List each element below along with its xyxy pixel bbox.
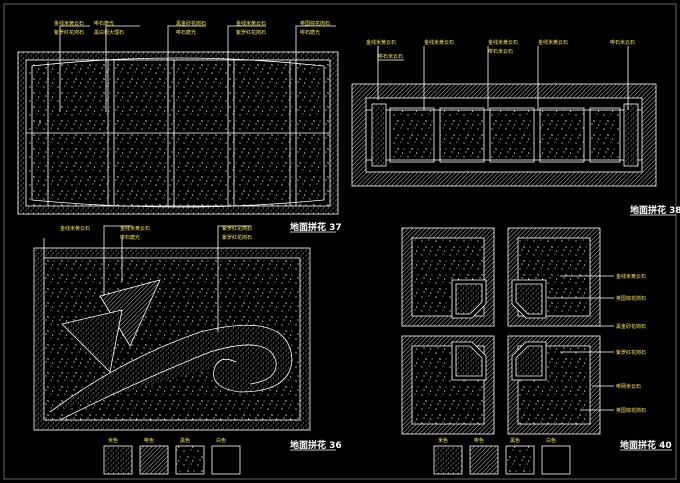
plan-40-label: 英国棕花岗石 xyxy=(616,407,646,414)
plan-38-label: 啡石米云石 xyxy=(610,39,635,46)
plan-38-title: 地面拼花 38 xyxy=(630,206,680,216)
plan-38 xyxy=(351,46,657,187)
legend-label: 米色 xyxy=(108,437,118,444)
annotations-40: 金线米黄云石 英国棕花岗石 黑金砂花岗石 紫罗红花岗石 啡网米云石 英国棕花岗石 xyxy=(616,273,646,414)
plan-37-label: 紫罗红花岗石 xyxy=(236,29,266,36)
plan-37-label: 啡石磨光 xyxy=(94,20,114,27)
plan-38-label: 金线米黄云石 xyxy=(488,39,518,46)
legend-label: 啡色 xyxy=(474,437,484,444)
plan-40-label: 黑金砂花岗石 xyxy=(616,323,646,330)
plan-38-label: 啡石米云石 xyxy=(378,53,403,60)
legend-label: 米色 xyxy=(438,437,448,444)
plan-37-label: 英国棕花岗石 xyxy=(300,20,330,27)
plan-37-label: 金线米黄云石 xyxy=(54,20,84,27)
legend-left xyxy=(103,445,241,475)
plan-36-label: 紫罗红花岗石 xyxy=(222,225,252,232)
plan-38-label: 啡石米云石 xyxy=(488,48,513,55)
plan-36-label: 紫罗红花岗石 xyxy=(222,234,252,241)
plan-36-label: 啡石磨光 xyxy=(120,234,140,241)
plan-40-label: 啡网米云石 xyxy=(616,383,641,390)
plan-40-label: 英国棕花岗石 xyxy=(616,295,646,302)
plan-36-title: 地面拼花 36 xyxy=(290,441,342,451)
annotations-36: 金线米黄云石 金线米黄云石 啡石磨光 紫罗红花岗石 紫罗红花岗石 xyxy=(60,225,252,241)
plan-37-label: 紫罗红花岗石 xyxy=(54,29,84,36)
plan-36 xyxy=(33,225,311,431)
plan-40 xyxy=(401,227,614,435)
plan-37-label: 金线米黄云石 xyxy=(236,20,266,27)
legend-label: 黑色 xyxy=(510,437,520,444)
plan-36-label: 金线米黄云石 xyxy=(120,225,150,232)
plan-40-label: 紫罗红花岗石 xyxy=(616,349,646,356)
plan-37 xyxy=(17,25,339,215)
plan-37-label: 黑白根大理石 xyxy=(94,29,124,36)
legend-label: 白色 xyxy=(546,437,556,444)
plan-38-label: 金线米黄云石 xyxy=(538,39,568,46)
plan-37-label: 黑金砂花岗石 xyxy=(176,20,206,27)
plan-37-title: 地面拼花 37 xyxy=(290,223,342,233)
annotations-38: 金线米黄云石 啡石米云石 金线米黄云石 金线米黄云石 啡石米云石 金线米黄云石 … xyxy=(366,39,635,60)
plan-38-label: 金线米黄云石 xyxy=(366,39,396,46)
annotations-37: 金线米黄云石 紫罗红花岗石 啡石磨光 黑白根大理石 黑金砂花岗石 啡石磨光 金线… xyxy=(54,20,330,36)
plan-38-label: 金线米黄云石 xyxy=(424,39,454,46)
legend-label: 白色 xyxy=(216,437,226,444)
plan-36-label: 金线米黄云石 xyxy=(60,225,90,232)
legend-right xyxy=(433,445,571,475)
plan-40-title: 地面拼花 40 xyxy=(620,441,672,451)
plan-40-label: 金线米黄云石 xyxy=(616,273,646,280)
legend-labels: 米色 啡色 黑色 白色 米色 啡色 黑色 白色 xyxy=(108,437,556,444)
plan-37-label: 啡石磨光 xyxy=(176,29,196,36)
legend-label: 啡色 xyxy=(144,437,154,444)
plan-37-label: 啡石磨光 xyxy=(300,29,320,36)
legend-label: 黑色 xyxy=(180,437,190,444)
